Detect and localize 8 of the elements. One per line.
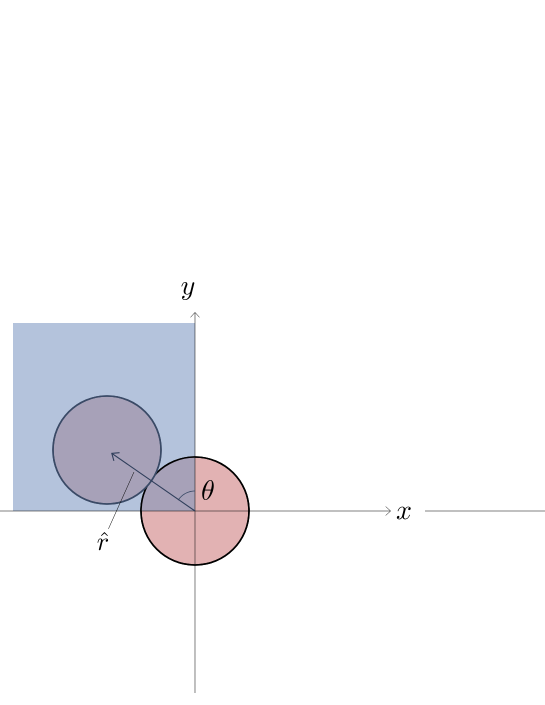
disk <box>140 456 250 566</box>
axis-label: $\theta$ <box>202 480 214 500</box>
vector-symbol: $\hat{r}$ <box>98 532 108 550</box>
axis-label: $x$ <box>396 506 411 520</box>
leader-line <box>108 472 134 530</box>
vector-arrow <box>111 452 196 512</box>
axis-label: $y$ <box>181 282 194 300</box>
disk <box>52 395 162 505</box>
